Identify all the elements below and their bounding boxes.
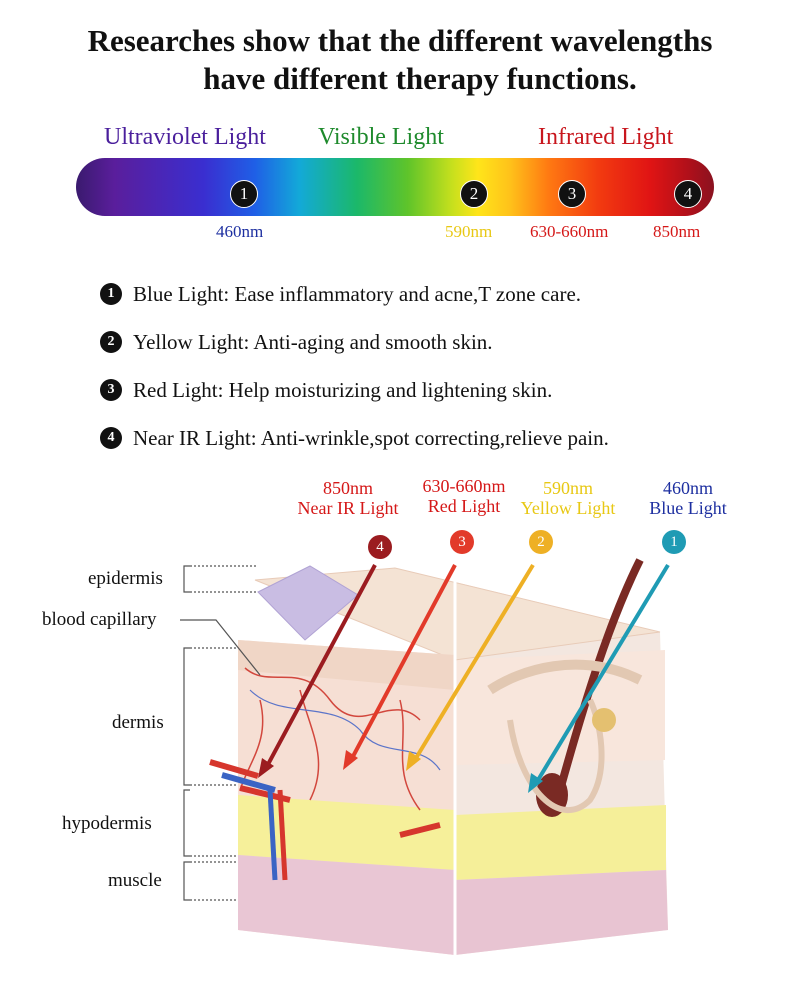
number-badge: 4 [100,427,122,449]
layer-label-dermis: dermis [112,712,164,733]
light-name: Red Light [427,496,501,516]
light-dot-4: 4 [368,535,392,559]
light-label-near-ir: 850nm Near IR Light [286,478,410,518]
function-text: Near IR Light: Anti-wrinkle,spot correct… [133,425,609,450]
wavelength-label-630-660: 630-660nm [530,222,609,241]
function-text: Blue Light: Ease inflammatory and acne,T… [133,281,582,306]
blood-vessels [209,759,441,881]
light-wavelength: 460nm [662,478,713,498]
muscle-right-face [455,870,668,955]
spectrum-marker-1: 1 [230,180,258,208]
hair-follicle [487,558,644,817]
light-rays [258,563,670,793]
page-title-line-1: Researches show that the different wavel… [87,23,713,58]
light-name: Near IR Light [297,498,399,518]
wavelength-label-850: 850nm [653,222,701,241]
spectrum-marker-3: 3 [558,180,586,208]
category-visible: Visible Light [318,124,444,150]
light-wavelength: 630-660nm [422,476,506,496]
function-item-blue: 1 Blue Light: Ease inflammatory and acne… [100,270,609,318]
layer-label-hypodermis: hypodermis [62,813,152,834]
layer-label-blood-capillary: blood capillary [42,609,157,630]
light-label-blue: 460nm Blue Light [638,478,738,518]
functions-list: 1 Blue Light: Ease inflammatory and acne… [100,270,609,462]
layer-label-muscle: muscle [108,870,162,891]
spectrum-marker-2: 2 [460,180,488,208]
vein-network [249,689,441,771]
light-name: Yellow Light [520,498,616,518]
hypodermis-left-face [238,795,455,870]
number-badge: 1 [100,283,122,305]
layer-label-epidermis: epidermis [88,568,163,589]
ray-blue [533,563,670,787]
light-wavelength: 590nm [542,478,593,498]
page-title-line-2: have different therapy functions. [203,61,637,96]
light-wavelength: 850nm [322,478,373,498]
spectrum-bar [76,158,714,216]
function-item-near-ir: 4 Near IR Light: Anti-wrinkle,spot corre… [100,414,609,462]
number-badge: 2 [100,331,122,353]
light-label-red: 630-660nm Red Light [410,476,518,516]
light-dot-1: 1 [662,530,686,554]
capillary-network [239,667,421,811]
ray-red [348,564,457,763]
light-dot-2: 2 [529,530,553,554]
category-ultraviolet: Ultraviolet Light [104,124,266,150]
light-dot-3: 3 [450,530,474,554]
skin-top-surface [254,567,661,661]
light-label-yellow: 590nm Yellow Light [510,478,626,518]
function-text: Red Light: Help moisturizing and lighten… [133,377,553,402]
wavelength-label-590: 590nm [445,222,493,241]
muscle-left-face [238,855,455,955]
category-infrared: Infrared Light [538,124,674,150]
ray-near-ir [263,564,377,771]
spectrum-marker-4: 4 [674,180,702,208]
number-badge: 3 [100,379,122,401]
wavelength-label-460: 460nm [216,222,264,241]
function-text: Yellow Light: Anti-aging and smooth skin… [133,329,493,354]
function-item-red: 3 Red Light: Help moisturizing and light… [100,366,609,414]
epidermis-left-face [238,640,455,690]
light-name: Blue Light [649,498,727,518]
function-item-yellow: 2 Yellow Light: Anti-aging and smooth sk… [100,318,609,366]
layer-brackets [180,565,261,901]
ray-yellow [411,563,535,765]
hypodermis-right-face [455,805,666,880]
